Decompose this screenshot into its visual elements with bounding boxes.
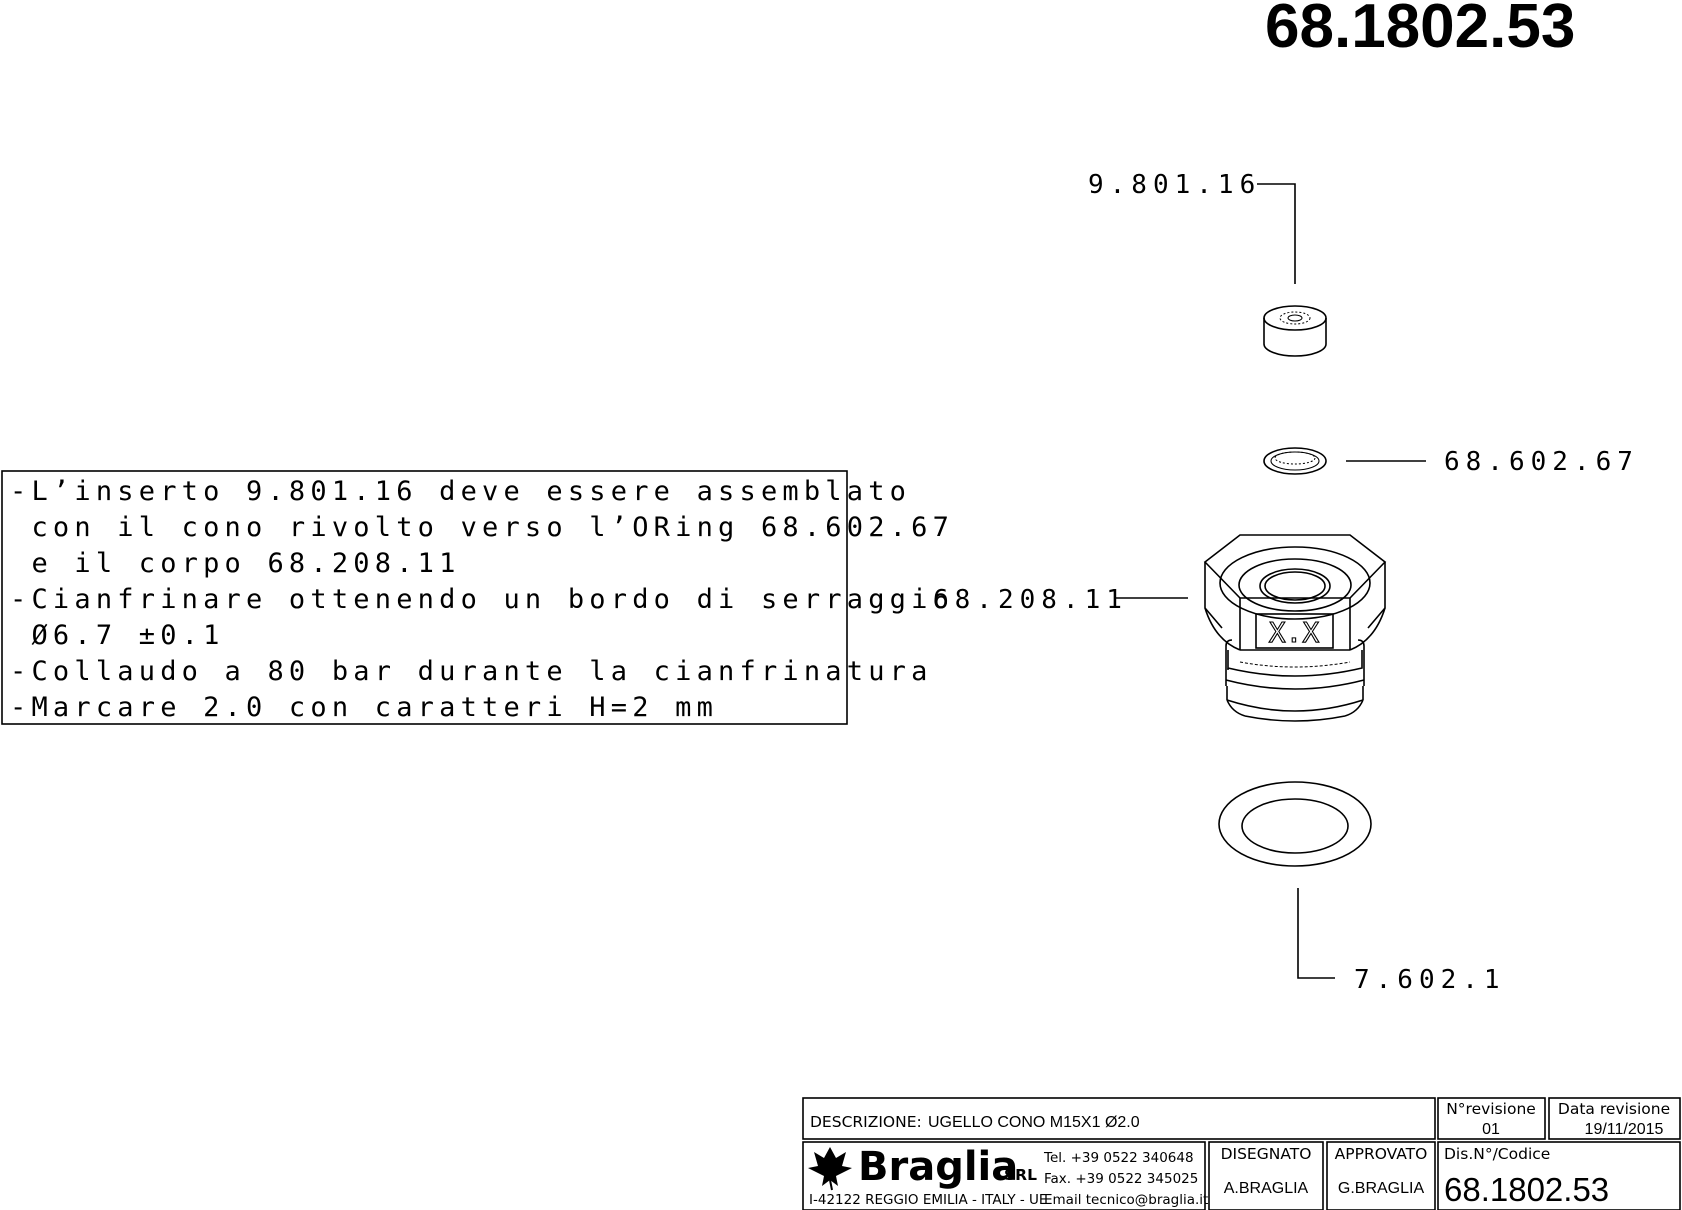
- revision-label: N°revisione: [1446, 1100, 1536, 1118]
- note-line: -L’inserto 9.801.16 deve essere assembla…: [10, 476, 911, 507]
- company-fax: Fax. +39 0522 345025: [1044, 1171, 1198, 1187]
- callout-body: 68.208.11: [933, 585, 1128, 615]
- revision-date-label: Data revisione: [1558, 1100, 1670, 1118]
- revision-date-value: 19/11/2015: [1585, 1121, 1664, 1138]
- description-value: UGELLO CONO M15X1 Ø2.0: [928, 1114, 1140, 1131]
- drawn-label: DISEGNATO: [1221, 1145, 1312, 1163]
- approved-value: G.BRAGLIA: [1338, 1180, 1425, 1197]
- approved-label: APPROVATO: [1335, 1145, 1428, 1163]
- revision-value: 01: [1482, 1121, 1500, 1138]
- note-line: Ø6.7 ±0.1: [10, 620, 225, 651]
- note-line: -Collaudo a 80 bar durante la cianfrinat…: [10, 656, 933, 687]
- company-name: Braglia: [858, 1144, 1018, 1190]
- title-block: DESCRIZIONE: UGELLO CONO M15X1 Ø2.0 N°re…: [802, 1097, 1681, 1210]
- notes-box: [1, 470, 848, 725]
- notes: -L’inserto 9.801.16 deve essere assembla…: [10, 476, 954, 723]
- large-oring-part: [1218, 781, 1372, 867]
- note-line: -Marcare 2.0 con caratteri H=2 mm: [10, 692, 718, 723]
- company-address: I-42122 REGGIO EMILIA - ITALY - UE: [809, 1192, 1047, 1208]
- small-oring-part: [1263, 447, 1327, 475]
- leader-large-oring: [1297, 888, 1335, 979]
- company-logo: Braglia SRL: [808, 1144, 1037, 1191]
- code-label: Dis.N°/Codice: [1444, 1145, 1550, 1163]
- code-value: 68.1802.53: [1444, 1171, 1609, 1208]
- note-line: e il corpo 68.208.11: [10, 548, 461, 579]
- company-email: Email tecnico@braglia.it: [1044, 1192, 1208, 1208]
- drawing-number-header: 68.1802.53: [1265, 0, 1575, 61]
- marking-text: X.X: [1269, 616, 1320, 649]
- callout-large-oring: 7.602.1: [1354, 965, 1506, 995]
- body-part: X.X: [1203, 534, 1387, 722]
- drawn-value: A.BRAGLIA: [1224, 1180, 1309, 1197]
- company-suffix: SRL: [1004, 1166, 1037, 1184]
- description-label: DESCRIZIONE:: [810, 1113, 922, 1131]
- leader-insert: [1257, 183, 1296, 284]
- callout-small-oring: 68.602.67: [1444, 447, 1639, 477]
- maple-leaf-icon: [808, 1147, 852, 1191]
- insert-part: [1263, 305, 1327, 357]
- callout-insert: 9.801.16: [1088, 170, 1261, 200]
- company-tel: Tel. +39 0522 340648: [1043, 1150, 1194, 1166]
- note-line: con il cono rivolto verso l’ORing 68.602…: [10, 512, 954, 543]
- note-line: -Cianfrinare ottenendo un bordo di serra…: [10, 584, 954, 615]
